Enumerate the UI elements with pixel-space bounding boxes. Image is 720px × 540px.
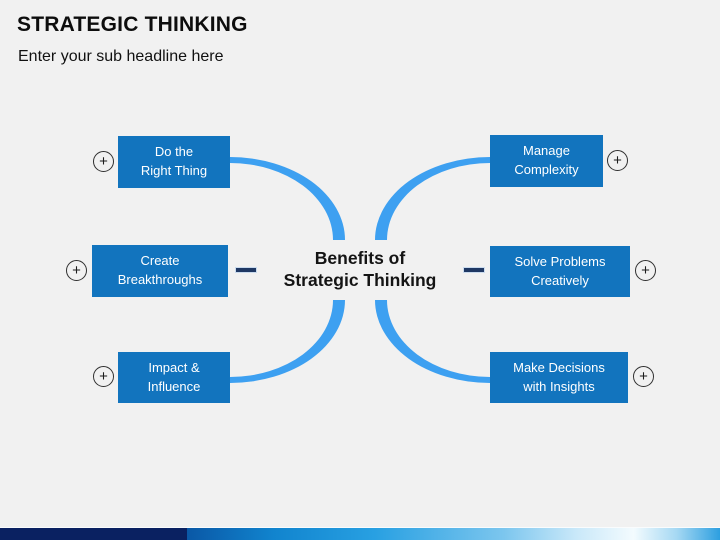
box-label-line2: Breakthroughs <box>117 272 203 287</box>
box-label-line2: with Insights <box>523 378 595 394</box>
benefit-box-solve-problems-creatively[interactable]: Solve Problems Creatively <box>490 246 630 297</box>
plus-icon[interactable]: + <box>633 366 654 387</box>
box-label-line1: Manage <box>523 143 570 159</box>
sub-headline-placeholder: Enter your sub headline here <box>18 48 224 65</box>
arc-top-right-icon <box>375 157 490 240</box>
plus-icon[interactable]: + <box>635 260 656 281</box>
center-hub-label: Benefits of Strategic Thinking <box>260 247 460 292</box>
box-label-line2: Creatively <box>531 272 589 288</box>
connector-dash-right <box>464 268 484 272</box>
plus-icon[interactable]: + <box>66 260 87 281</box>
arc-bottom-right-icon <box>375 300 490 383</box>
footer-gradient-bar <box>0 527 720 540</box>
box-label-line1: Make Decisions <box>513 359 605 375</box>
benefit-box-create-breakthroughs[interactable]: Create Breakthroughs <box>92 245 228 297</box>
center-hub-line2: Strategic Thinking <box>283 270 437 291</box>
benefit-box-make-decisions-with-insights[interactable]: Make Decisions with Insights <box>490 352 628 403</box>
box-label-line1: Create <box>140 253 180 269</box>
plus-icon[interactable]: + <box>93 151 114 172</box>
benefit-box-impact-influence[interactable]: Impact & Influence <box>118 352 230 403</box>
plus-icon[interactable]: + <box>607 150 628 171</box>
box-label-line2: Influence <box>147 378 201 394</box>
benefit-box-do-the-right-thing[interactable]: Do the Right Thing <box>118 136 230 188</box>
arc-bottom-left-icon <box>230 300 345 383</box>
box-label-line1: Solve Problems <box>514 253 606 269</box>
benefit-box-manage-complexity[interactable]: Manage Complexity <box>490 135 603 187</box>
box-label-line2: Right Thing <box>140 163 208 178</box>
box-label-line1: Impact & <box>148 359 200 375</box>
center-hub-line1: Benefits of <box>314 248 406 268</box>
page-title: STRATEGIC THINKING <box>17 13 248 36</box>
connector-dash-left <box>236 268 256 272</box>
box-label-line2: Complexity <box>514 162 579 177</box>
box-label-line1: Do the <box>154 144 194 160</box>
plus-icon[interactable]: + <box>93 366 114 387</box>
arc-top-left-icon <box>230 157 345 240</box>
